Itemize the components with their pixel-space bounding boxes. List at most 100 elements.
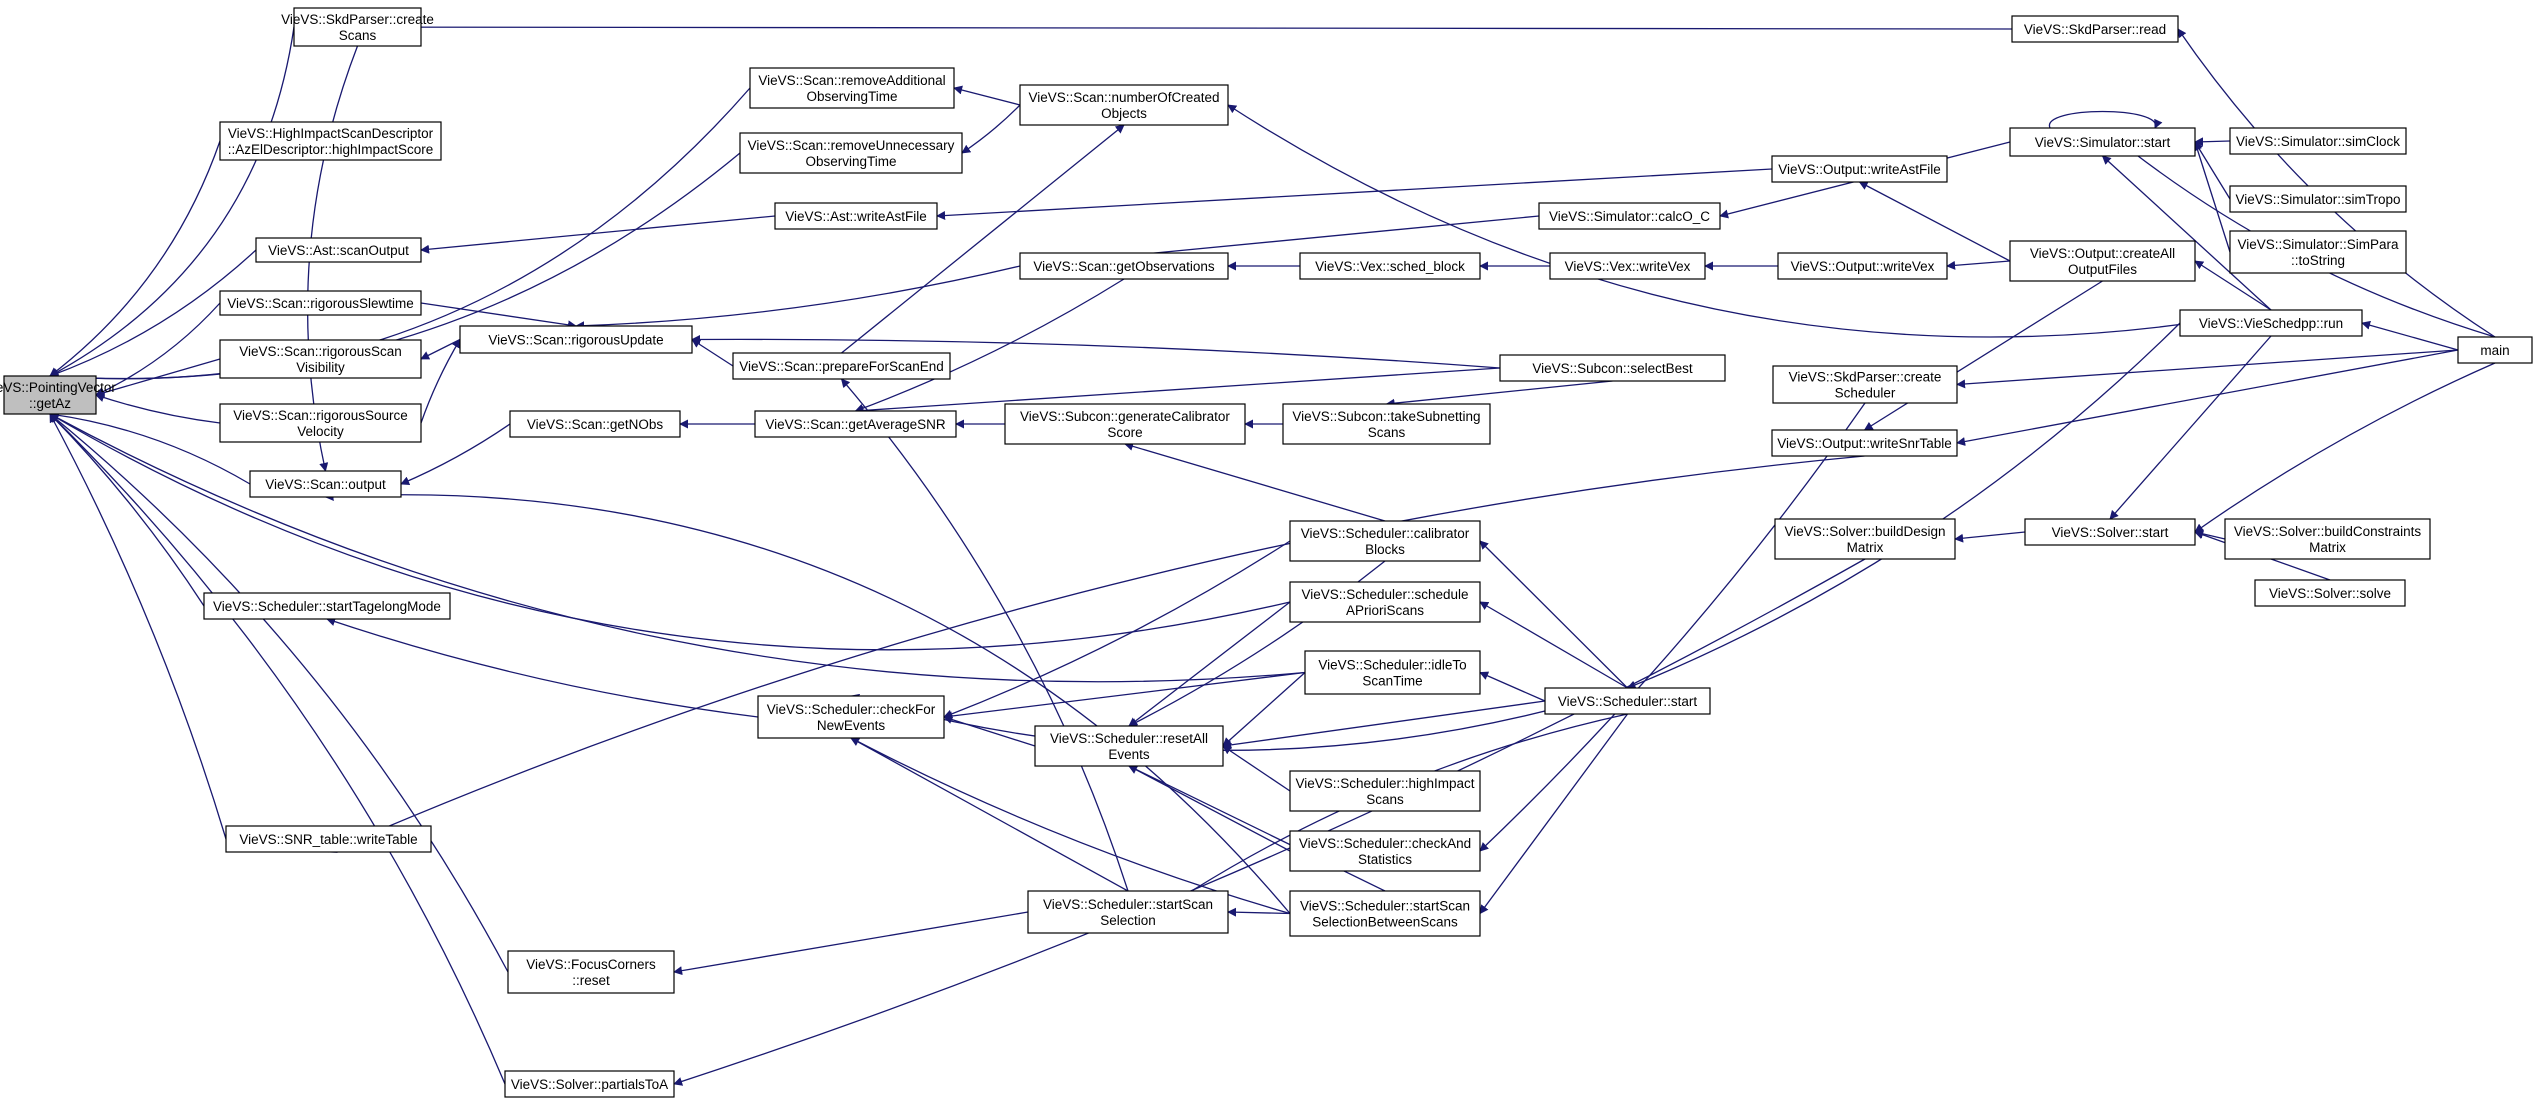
node-sim-para[interactable]: VieVS::Simulator::SimPara::toString — [2229, 230, 2407, 274]
node-box — [1304, 650, 1481, 695]
node-vex-write[interactable]: VieVS::Vex::writeVex — [1549, 252, 1706, 280]
node-rig-slew[interactable]: VieVS::Scan::rigorousSlewtime — [219, 290, 422, 316]
node-skd-read[interactable]: VieVS::SkdParser::read — [2011, 15, 2179, 43]
node-select-best[interactable]: VieVS::Subcon::selectBest — [1499, 354, 1726, 382]
node-label: Matrix — [1847, 540, 1884, 555]
node-label: ::getAz — [29, 396, 71, 411]
node-box — [219, 290, 422, 316]
node-scan-out[interactable]: VieVS::Scan::output — [249, 470, 402, 498]
edge-sim_clock-to-sim_start — [2194, 137, 2231, 147]
node-prepare-end[interactable]: VieVS::Scan::prepareForScanEnd — [732, 352, 951, 380]
node-solver-solve[interactable]: VieVS::Solver::solve — [2254, 579, 2406, 607]
node-main[interactable]: main — [2457, 336, 2533, 364]
edge-start_between-to-reset_all — [1128, 765, 1386, 892]
edge-sched_start-to-calib_blocks — [1479, 540, 1628, 689]
node-tagalong[interactable]: VieVS::Scheduler::startTagelongMode — [203, 592, 451, 620]
node-get-obs[interactable]: VieVS::Scan::getObservations — [1019, 252, 1229, 280]
node-box — [1771, 429, 1958, 457]
node-box — [249, 470, 402, 498]
node-label: VieVS::FocusCorners — [526, 957, 656, 972]
node-snr-write[interactable]: VieVS::SNR_table::writeTable — [225, 825, 432, 853]
edge-sched_start-to-idle_to — [1479, 671, 1546, 702]
node-solver-start[interactable]: VieVS::Solver::start — [2024, 518, 2196, 546]
node-scan-output-ast[interactable]: VieVS::Ast::scanOutput — [255, 237, 422, 263]
node-box — [1774, 518, 1956, 560]
edge-remove_unnec-to-root — [49, 152, 741, 382]
node-box — [504, 1070, 675, 1098]
edge-main-to-skd_read — [2177, 28, 2496, 338]
node-box — [219, 339, 422, 379]
node-sim-start[interactable]: VieVS::Simulator::start — [2009, 127, 2196, 157]
node-label: VieVS::Scheduler::highImpact — [1295, 776, 1474, 791]
edge-idle_to-to-root — [49, 413, 1306, 683]
node-label: VieVS::Scan::rigorousScan — [239, 344, 402, 359]
node-avg-snr[interactable]: VieVS::Scan::getAverageSNR — [754, 410, 957, 438]
edge-rig_vis-to-root — [95, 358, 221, 398]
node-box — [509, 410, 681, 438]
node-box — [1777, 252, 1948, 280]
node-label: VieVS::Output::writeSnrTable — [1777, 436, 1952, 451]
edge-num_created-to-remove_unnec — [961, 104, 1021, 154]
node-label: VieVS::Subcon::takeSubnetting — [1292, 409, 1480, 424]
node-label: NewEvents — [817, 718, 886, 733]
node-label: Scans — [1368, 425, 1406, 440]
edge-idle_to-to-check_events — [943, 671, 1306, 721]
node-label: Scans — [339, 28, 377, 43]
node-label: VieVS::Output::writeVex — [1791, 259, 1935, 274]
node-focus-reset[interactable]: VieVS::FocusCorners::reset — [507, 950, 675, 994]
node-sched-block[interactable]: VieVS::Vex::sched_block — [1299, 252, 1481, 280]
node-label: main — [2480, 343, 2509, 358]
node-vieschedpp-run[interactable]: VieVS::VieSchedpp::run — [2179, 309, 2363, 337]
node-label: VieVS::Scan::getAverageSNR — [765, 417, 946, 432]
node-box — [1282, 403, 1491, 445]
node-sim-clock[interactable]: VieVS::Simulator::simClock — [2229, 127, 2407, 155]
node-out-ast[interactable]: VieVS::Output::writeAstFile — [1771, 155, 1948, 183]
node-label: VieVS::SkdParser::read — [2024, 22, 2166, 37]
node-box — [1289, 520, 1481, 562]
node-label: VieVS::Ast::scanOutput — [268, 243, 409, 258]
node-out-vex[interactable]: VieVS::Output::writeVex — [1777, 252, 1948, 280]
node-out-snr[interactable]: VieVS::Output::writeSnrTable — [1771, 429, 1958, 457]
node-box — [757, 695, 945, 739]
node-label: VieVS::Vex::writeVex — [1565, 259, 1691, 274]
node-root[interactable]: VieVS::PointingVector::getAz — [0, 375, 116, 415]
node-remove-add[interactable]: VieVS::Scan::removeAdditionalObservingTi… — [749, 67, 955, 109]
node-box — [507, 950, 675, 994]
node-remove-unnec[interactable]: VieVS::Scan::removeUnnecessaryObservingT… — [739, 132, 963, 174]
node-get-nobs[interactable]: VieVS::Scan::getNObs — [509, 410, 681, 438]
node-rig-update[interactable]: VieVS::Scan::rigorousUpdate — [459, 325, 693, 354]
node-start-between[interactable]: VieVS::Scheduler::startScanSelectionBetw… — [1289, 890, 1481, 937]
node-calc-oc[interactable]: VieVS::Simulator::calcO_C — [1538, 202, 1721, 230]
node-sim-tropo[interactable]: VieVS::Simulator::simTropo — [2229, 185, 2407, 213]
node-label: VieVS::Simulator::calcO_C — [1549, 209, 1710, 224]
edge-build_design-to-partials — [673, 558, 1866, 1086]
node-ast-write[interactable]: VieVS::Ast::writeAstFile — [774, 202, 938, 230]
node-label: VieVS::Solver::start — [2052, 525, 2169, 540]
node-box — [732, 352, 951, 380]
node-high-impact[interactable]: VieVS::HighImpactScanDescriptor::AzElDes… — [219, 121, 442, 161]
node-label: VieVS::Scan::removeUnnecessary — [748, 138, 955, 153]
node-partials[interactable]: VieVS::Solver::partialsToA — [504, 1070, 675, 1098]
edge-rig_src_vel-to-root — [95, 393, 221, 424]
edge-apriori-to-reset_all — [1128, 601, 1291, 727]
node-sched-start[interactable]: VieVS::Scheduler::start — [1544, 687, 1711, 715]
